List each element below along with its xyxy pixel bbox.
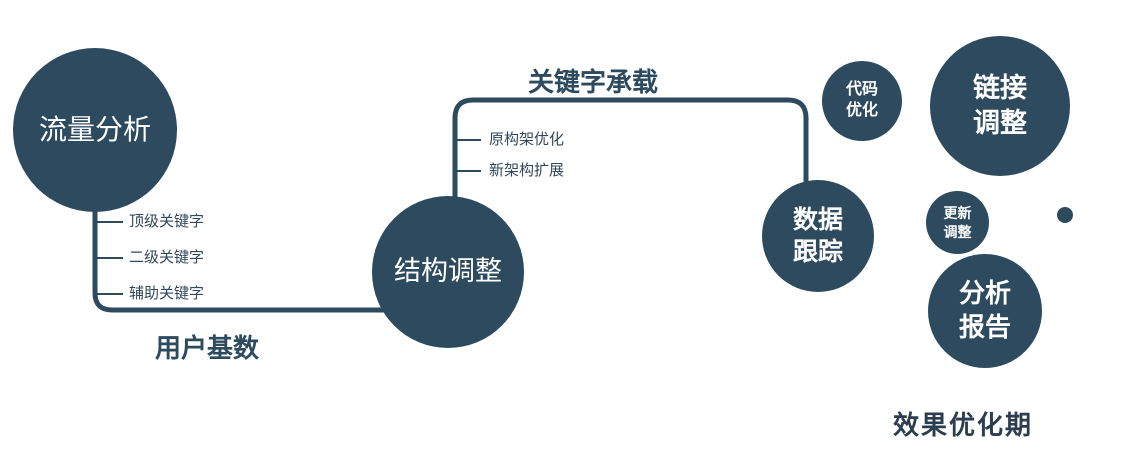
node-data-tracking-label: 数据 跟踪 bbox=[792, 205, 843, 267]
connector-structure-to-tracking bbox=[452, 97, 809, 235]
node-link-adjustment-label: 链接 调整 bbox=[973, 72, 1027, 138]
node-traffic-analysis-label: 流量分析 bbox=[38, 113, 151, 145]
node-update-adjustment-label: 更新 调整 bbox=[943, 205, 972, 240]
edge-label-keyword-carrying: 关键字承载 bbox=[528, 67, 659, 97]
node-data-tracking: 数据 跟踪 bbox=[762, 180, 874, 292]
node-analysis-report-label: 分析 报告 bbox=[958, 278, 1011, 342]
branch-label-auxiliary-keyword: 辅助关键字 bbox=[129, 285, 205, 302]
node-code-optimization-label: 代码 优化 bbox=[845, 81, 878, 119]
node-code-optimization: 代码 优化 bbox=[822, 61, 902, 141]
edge-label-user-base: 用户基数 bbox=[155, 333, 260, 363]
branch-label-new-architecture: 新架构扩展 bbox=[489, 162, 565, 179]
node-structure-adjustment-label: 结构调整 bbox=[394, 256, 502, 287]
branch-label-top-keyword: 顶级关键字 bbox=[129, 213, 205, 230]
node-structure-adjustment: 结构调整 bbox=[372, 196, 524, 348]
node-update-adjustment: 更新 调整 bbox=[926, 191, 989, 254]
node-traffic-analysis: 流量分析 bbox=[13, 48, 177, 212]
node-link-adjustment: 链接 调整 bbox=[930, 36, 1070, 176]
branch-label-secondary-keyword: 二级关键字 bbox=[129, 249, 205, 266]
dot-bullet bbox=[1057, 207, 1073, 223]
branch-label-original-architecture: 原构架优化 bbox=[489, 131, 565, 148]
footer-label: 效果优化期 bbox=[893, 410, 1034, 440]
node-analysis-report: 分析 报告 bbox=[928, 254, 1042, 368]
